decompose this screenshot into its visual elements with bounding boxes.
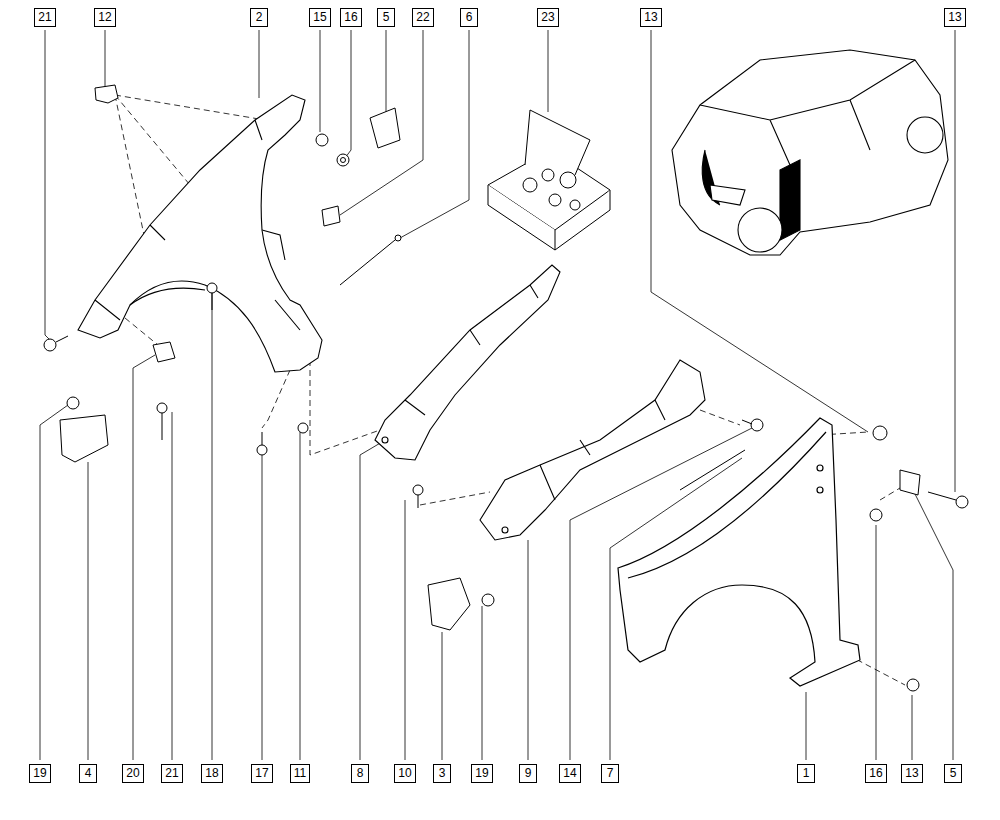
callout-number: 12: [94, 8, 115, 27]
callout-number: 14: [559, 764, 580, 783]
callout-number: 10: [394, 764, 415, 783]
callout-number: 5: [944, 764, 962, 783]
callout-number: 8: [351, 764, 369, 783]
callout-number: 7: [601, 764, 619, 783]
callout-number: 17: [251, 764, 272, 783]
callout-number: 13: [640, 8, 661, 27]
callout-number: 11: [290, 764, 310, 783]
callout-number: 20: [122, 764, 143, 783]
callout-number: 13: [944, 8, 965, 27]
car-sketch: [672, 50, 948, 255]
callout-number: 18: [201, 764, 222, 783]
leader-lines: [40, 30, 955, 760]
callout-number: 16: [340, 8, 361, 27]
mounting-bracket: [375, 265, 560, 460]
callout-number: 3: [433, 764, 451, 783]
wheel-arch-liner: [78, 95, 322, 372]
callout-number: 9: [519, 764, 537, 783]
callout-number: 4: [79, 764, 97, 783]
callout-number: 22: [412, 8, 433, 27]
front-fender: [618, 418, 860, 686]
callout-number: 21: [161, 764, 182, 783]
callout-number: 1: [797, 764, 815, 783]
callout-number: 16: [865, 764, 886, 783]
callout-number: 5: [377, 8, 395, 27]
callout-number: 19: [29, 764, 50, 783]
callout-number: 13: [901, 764, 922, 783]
callout-number: 6: [460, 8, 478, 27]
callout-number: 21: [34, 8, 55, 27]
callout-number: 15: [309, 8, 330, 27]
support-beam: [480, 360, 705, 540]
callout-number: 19: [471, 764, 492, 783]
callout-number: 23: [537, 8, 558, 27]
fixings-box: [488, 110, 610, 250]
callout-number: 2: [250, 8, 268, 27]
